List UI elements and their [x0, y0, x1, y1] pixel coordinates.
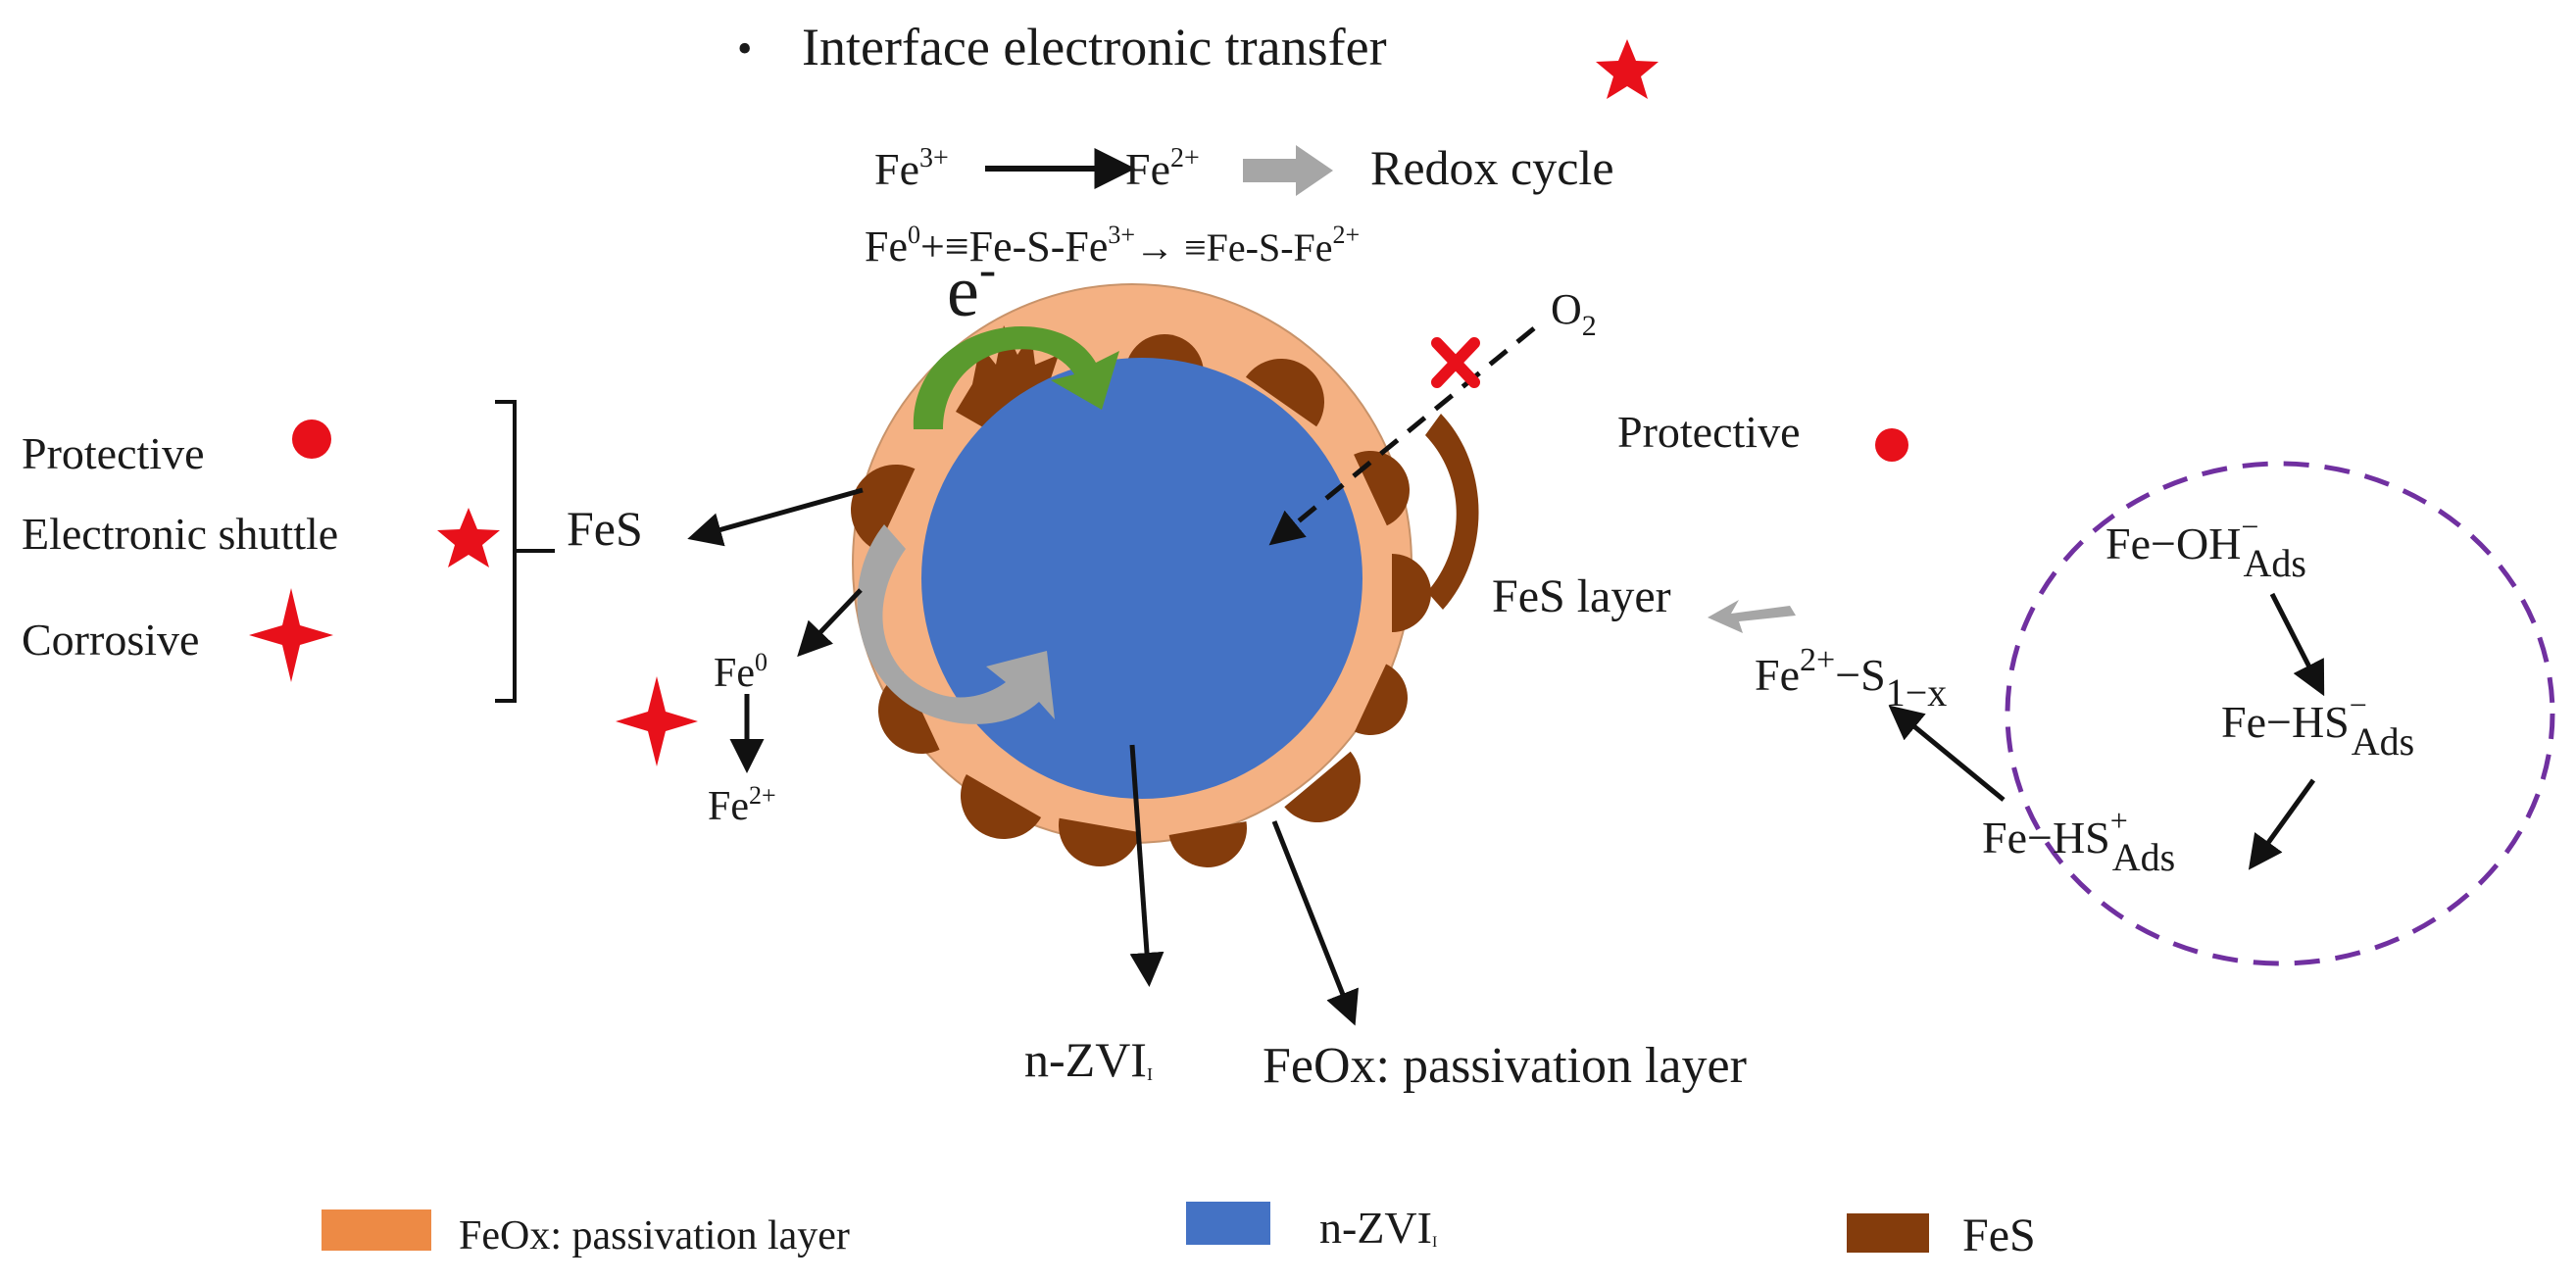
legend-swatch-fes: [1847, 1213, 1929, 1253]
legend-label-fes: FeS: [1962, 1209, 2036, 1261]
reaction-fe3-fe2: Fe3+ Fe2+ Redox cycle: [874, 140, 1614, 196]
fe0-label: Fe0: [714, 648, 768, 696]
fes-layer-label: FeS layer: [1492, 570, 1671, 622]
to-fe0-arrow: [797, 588, 863, 658]
svg-text:Fe2+: Fe2+: [1125, 143, 1200, 194]
corrosion-grey-arrow: [857, 524, 1055, 724]
red-four-point-star-icon: [249, 588, 333, 682]
fes-bump: [1168, 821, 1247, 867]
red-dot-icon: [1875, 428, 1908, 462]
species-fe-hs-plus-ads: Fe−HS+Ads: [1982, 803, 2175, 879]
svg-text:Fe3+: Fe3+: [874, 143, 949, 194]
oxygen-label: O2: [1551, 285, 1597, 342]
electron-green-arrow: [913, 326, 1119, 429]
hs-minus-to-hs-plus-arrow: [2248, 778, 2316, 870]
fes-bump: [1354, 451, 1410, 526]
electron-label: e-: [947, 242, 996, 332]
nzvi-pointer-arrow: [1129, 744, 1164, 987]
red-dot-icon: [292, 419, 331, 459]
left-bracket: [495, 400, 555, 703]
red-star-icon: [437, 508, 500, 567]
fes-bump: [961, 774, 1042, 839]
legend-label-feox: FeOx: passivation layer: [459, 1213, 850, 1258]
fes-bump: [1245, 359, 1324, 427]
species-fe-oh-ads: Fe−OH−Ads: [2105, 509, 2306, 585]
nzvi-label: n-ZVII: [1024, 1032, 1153, 1087]
svg-text:Fe0+≡Fe-S-Fe3+→ ≡Fe-S-Fe2+: Fe0+≡Fe-S-Fe3+→ ≡Fe-S-Fe2+: [865, 221, 1360, 271]
legend-swatch-feox: [322, 1209, 431, 1251]
red-star-icon: [1596, 39, 1659, 99]
header-bullet: •: [737, 25, 752, 73]
left-item-electronic-shuttle: Electronic shuttle: [22, 509, 338, 559]
legend: FeOx: passivation layer n-ZVII FeS: [322, 1202, 2036, 1261]
header-title: Interface electronic transfer: [802, 18, 1387, 76]
hs-plus-to-fes1x-arrow: [1888, 705, 2006, 802]
fe3-label: Fe: [874, 144, 919, 194]
redox-cycle-label: Redox cycle: [1370, 140, 1614, 195]
right-protective-label: Protective: [1617, 407, 1801, 457]
legend-swatch-nzvi: [1186, 1202, 1270, 1245]
left-item-corrosive: Corrosive: [22, 615, 199, 665]
fes-to-label-arrow: [687, 487, 864, 547]
fe2-label: Fe: [1125, 144, 1170, 194]
feox-pointer-arrow: [1271, 820, 1359, 1026]
oh-to-hs-minus-arrow: [2269, 592, 2325, 697]
species-fe-s1-x: Fe2+−S1−x: [1755, 642, 1947, 715]
fes-bump: [1059, 817, 1141, 866]
species-fe-hs-minus-ads: Fe−HS−Ads: [2221, 687, 2414, 764]
fes-bump: [1392, 554, 1431, 632]
red-cross-icon: [1431, 337, 1480, 388]
redox-grey-arrow: [1243, 145, 1333, 196]
left-fes-label: FeS: [567, 501, 643, 556]
red-four-point-star-icon: [616, 676, 698, 766]
reaction-equation: Fe0+≡Fe-S-Fe3+→ ≡Fe-S-Fe2+: [865, 221, 1360, 271]
oxygen-dashed-arrow: [1268, 326, 1536, 546]
fes-bump: [1284, 751, 1361, 822]
nzvi-core: [921, 358, 1362, 799]
fes-bump: [851, 465, 916, 551]
feox-label: FeOx: passivation layer: [1263, 1038, 1747, 1094]
fes-bump: [1354, 664, 1408, 735]
adsorption-cycle-ellipse: [2005, 461, 2555, 966]
legend-label-nzvi: n-ZVII: [1319, 1203, 1437, 1253]
left-item-protective: Protective: [22, 428, 205, 478]
eq-fe0: Fe: [865, 222, 908, 271]
fes-layer-grey-arrow: [1708, 600, 1796, 633]
fes-layer-brown-arc: [1425, 414, 1479, 610]
fe2-branch-label: Fe2+: [708, 781, 776, 829]
